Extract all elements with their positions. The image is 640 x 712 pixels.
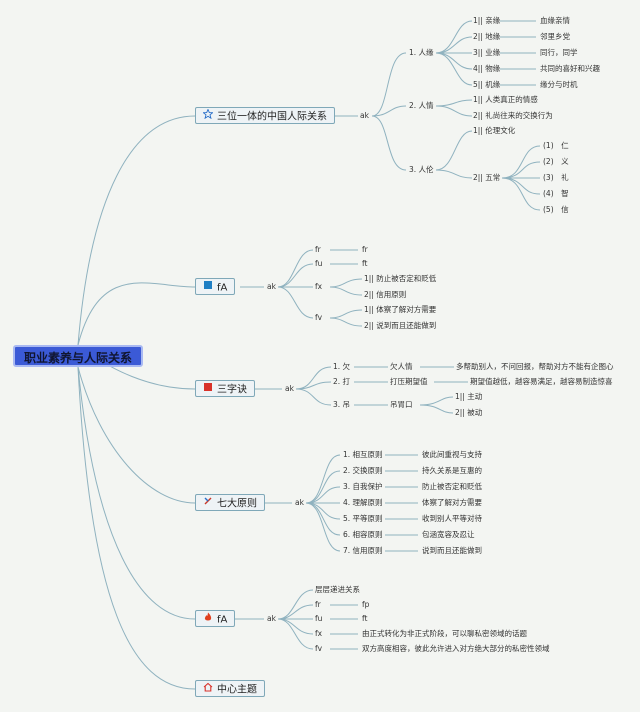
home-icon: [203, 681, 213, 698]
leaf-topic[interactable]: 由正式转化为非正式阶段，可以聊私密领域的话题: [362, 629, 527, 638]
sub-topic[interactable]: 1. 人缘: [409, 48, 434, 57]
root-topic[interactable]: 职业素养与人际关系: [13, 345, 143, 367]
branch-label: 七大原则: [217, 498, 257, 510]
leaf-topic[interactable]: 期望值越低，越容易满足，越容易制造惊喜: [470, 377, 613, 386]
sub-topic[interactable]: 5. 平等原则: [343, 514, 383, 523]
tools-icon: [203, 495, 213, 512]
sub-topic[interactable]: fx: [315, 629, 323, 638]
leaf-topic[interactable]: 1|| 伦理文化: [473, 126, 516, 135]
leaf-topic[interactable]: (4) 智: [543, 189, 569, 198]
leaf-topic[interactable]: 包涵宽容及忍让: [422, 530, 475, 539]
leaf-topic[interactable]: 双方高度相容，彼此允许进入对方绝大部分的私密性领域: [362, 644, 550, 653]
leaf-topic[interactable]: 2|| 礼尚往来的交换行为: [473, 111, 553, 120]
sub-topic[interactable]: fv: [315, 644, 323, 653]
leaf-topic[interactable]: 血缘亲情: [540, 16, 570, 25]
ak-label: ak: [267, 614, 276, 623]
leaf-topic[interactable]: 5|| 机缘: [473, 80, 501, 89]
ak-label: ak: [285, 384, 294, 393]
branch-fa-blue[interactable]: fA: [195, 278, 236, 296]
leaf-topic[interactable]: 缘分与时机: [540, 80, 578, 89]
leaf-topic[interactable]: fp: [362, 600, 370, 609]
leaf-topic[interactable]: 4|| 物缘: [473, 64, 501, 73]
leaf-topic[interactable]: 1|| 人类真正的情感: [473, 95, 538, 104]
leaf-topic[interactable]: 1|| 亲缘: [473, 16, 501, 25]
branch-label: fA: [217, 282, 228, 294]
leaf-topic[interactable]: ft: [362, 259, 368, 268]
branch-fa-fire[interactable]: fA: [195, 610, 236, 628]
sub-topic[interactable]: fr: [315, 245, 321, 254]
leaf-topic[interactable]: fr: [362, 245, 368, 254]
sub-topic[interactable]: fu: [315, 259, 323, 268]
branch-chinese-relations[interactable]: 三位一体的中国人际关系: [195, 107, 335, 124]
sub-topic[interactable]: fr: [315, 600, 321, 609]
branch-label: fA: [217, 614, 228, 626]
leaf-topic[interactable]: 共同的喜好和兴趣: [540, 64, 600, 73]
sub-topic[interactable]: 3. 吊: [333, 400, 351, 409]
star-icon: [202, 108, 214, 125]
leaf-topic[interactable]: 3|| 业缘: [473, 48, 501, 57]
sub-topic[interactable]: 2. 打: [333, 377, 351, 386]
leaf-topic[interactable]: 同行，同学: [540, 48, 578, 57]
sub-topic[interactable]: 层层递进关系: [315, 585, 360, 594]
leaf-topic[interactable]: 说到而且还能做到: [422, 546, 482, 555]
branch-three-words[interactable]: 三字诀: [195, 380, 255, 397]
sub-topic[interactable]: 2. 交换原则: [343, 466, 383, 475]
ak-label: ak: [295, 498, 304, 507]
sub-topic[interactable]: fv: [315, 313, 323, 322]
leaf-topic[interactable]: 1|| 体察了解对方需要: [364, 305, 437, 314]
leaf-topic[interactable]: 欠人情: [390, 362, 413, 371]
sub-topic[interactable]: 3. 人伦: [409, 165, 434, 174]
leaf-topic[interactable]: 2|| 被动: [455, 408, 483, 417]
ak-label: ak: [360, 111, 369, 120]
branch-label: 三字诀: [217, 384, 247, 396]
leaf-topic[interactable]: 2|| 信用原则: [364, 290, 407, 299]
leaf-topic[interactable]: 防止被否定和贬低: [422, 482, 482, 491]
leaf-topic[interactable]: 2|| 五常: [473, 173, 501, 182]
sub-topic[interactable]: fx: [315, 282, 323, 291]
leaf-topic[interactable]: 体察了解对方需要: [422, 498, 482, 507]
leaf-topic[interactable]: 多帮助别人，不问回报，帮助对方不能有企图心: [456, 362, 614, 371]
leaf-topic[interactable]: 持久关系是互惠的: [422, 466, 482, 475]
fire-icon: [203, 611, 213, 628]
leaf-topic[interactable]: 彼此间重视与支持: [422, 450, 482, 459]
leaf-topic[interactable]: 打压期望值: [390, 377, 428, 386]
leaf-topic[interactable]: (1) 仁: [543, 141, 569, 150]
sub-topic[interactable]: 1. 相互原则: [343, 450, 383, 459]
leaf-topic[interactable]: (5) 信: [543, 205, 569, 214]
red-flag-icon: [203, 381, 213, 398]
leaf-topic[interactable]: 1|| 防止被否定和贬低: [364, 274, 437, 283]
sub-topic[interactable]: 6. 相容原则: [343, 530, 383, 539]
blue-flag-icon: [203, 279, 213, 296]
sub-topic[interactable]: 4. 理解原则: [343, 498, 383, 507]
leaf-topic[interactable]: 2|| 地缘: [473, 32, 501, 41]
sub-topic[interactable]: 2. 人情: [409, 101, 434, 110]
branch-label: 三位一体的中国人际关系: [217, 111, 327, 123]
sub-topic[interactable]: 3. 自我保护: [343, 482, 383, 491]
sub-topic[interactable]: 7. 信用原则: [343, 546, 383, 555]
branch-central-topic[interactable]: 中心主题: [195, 680, 265, 697]
sub-topic[interactable]: fu: [315, 614, 323, 623]
branch-seven-principles[interactable]: 七大原则: [195, 494, 265, 511]
ak-label: ak: [267, 282, 276, 291]
leaf-topic[interactable]: ft: [362, 614, 368, 623]
leaf-topic[interactable]: 收到别人平等对待: [422, 514, 482, 523]
leaf-topic[interactable]: 吊胃口: [390, 400, 413, 409]
branch-label: 中心主题: [217, 684, 257, 696]
leaf-topic[interactable]: 2|| 说到而且还能做到: [364, 321, 437, 330]
leaf-topic[interactable]: 邻里乡党: [540, 32, 570, 41]
sub-topic[interactable]: 1. 欠: [333, 362, 351, 371]
leaf-topic[interactable]: (3) 礼: [543, 173, 569, 182]
leaf-topic[interactable]: (2) 义: [543, 157, 569, 166]
leaf-topic[interactable]: 1|| 主动: [455, 392, 483, 401]
